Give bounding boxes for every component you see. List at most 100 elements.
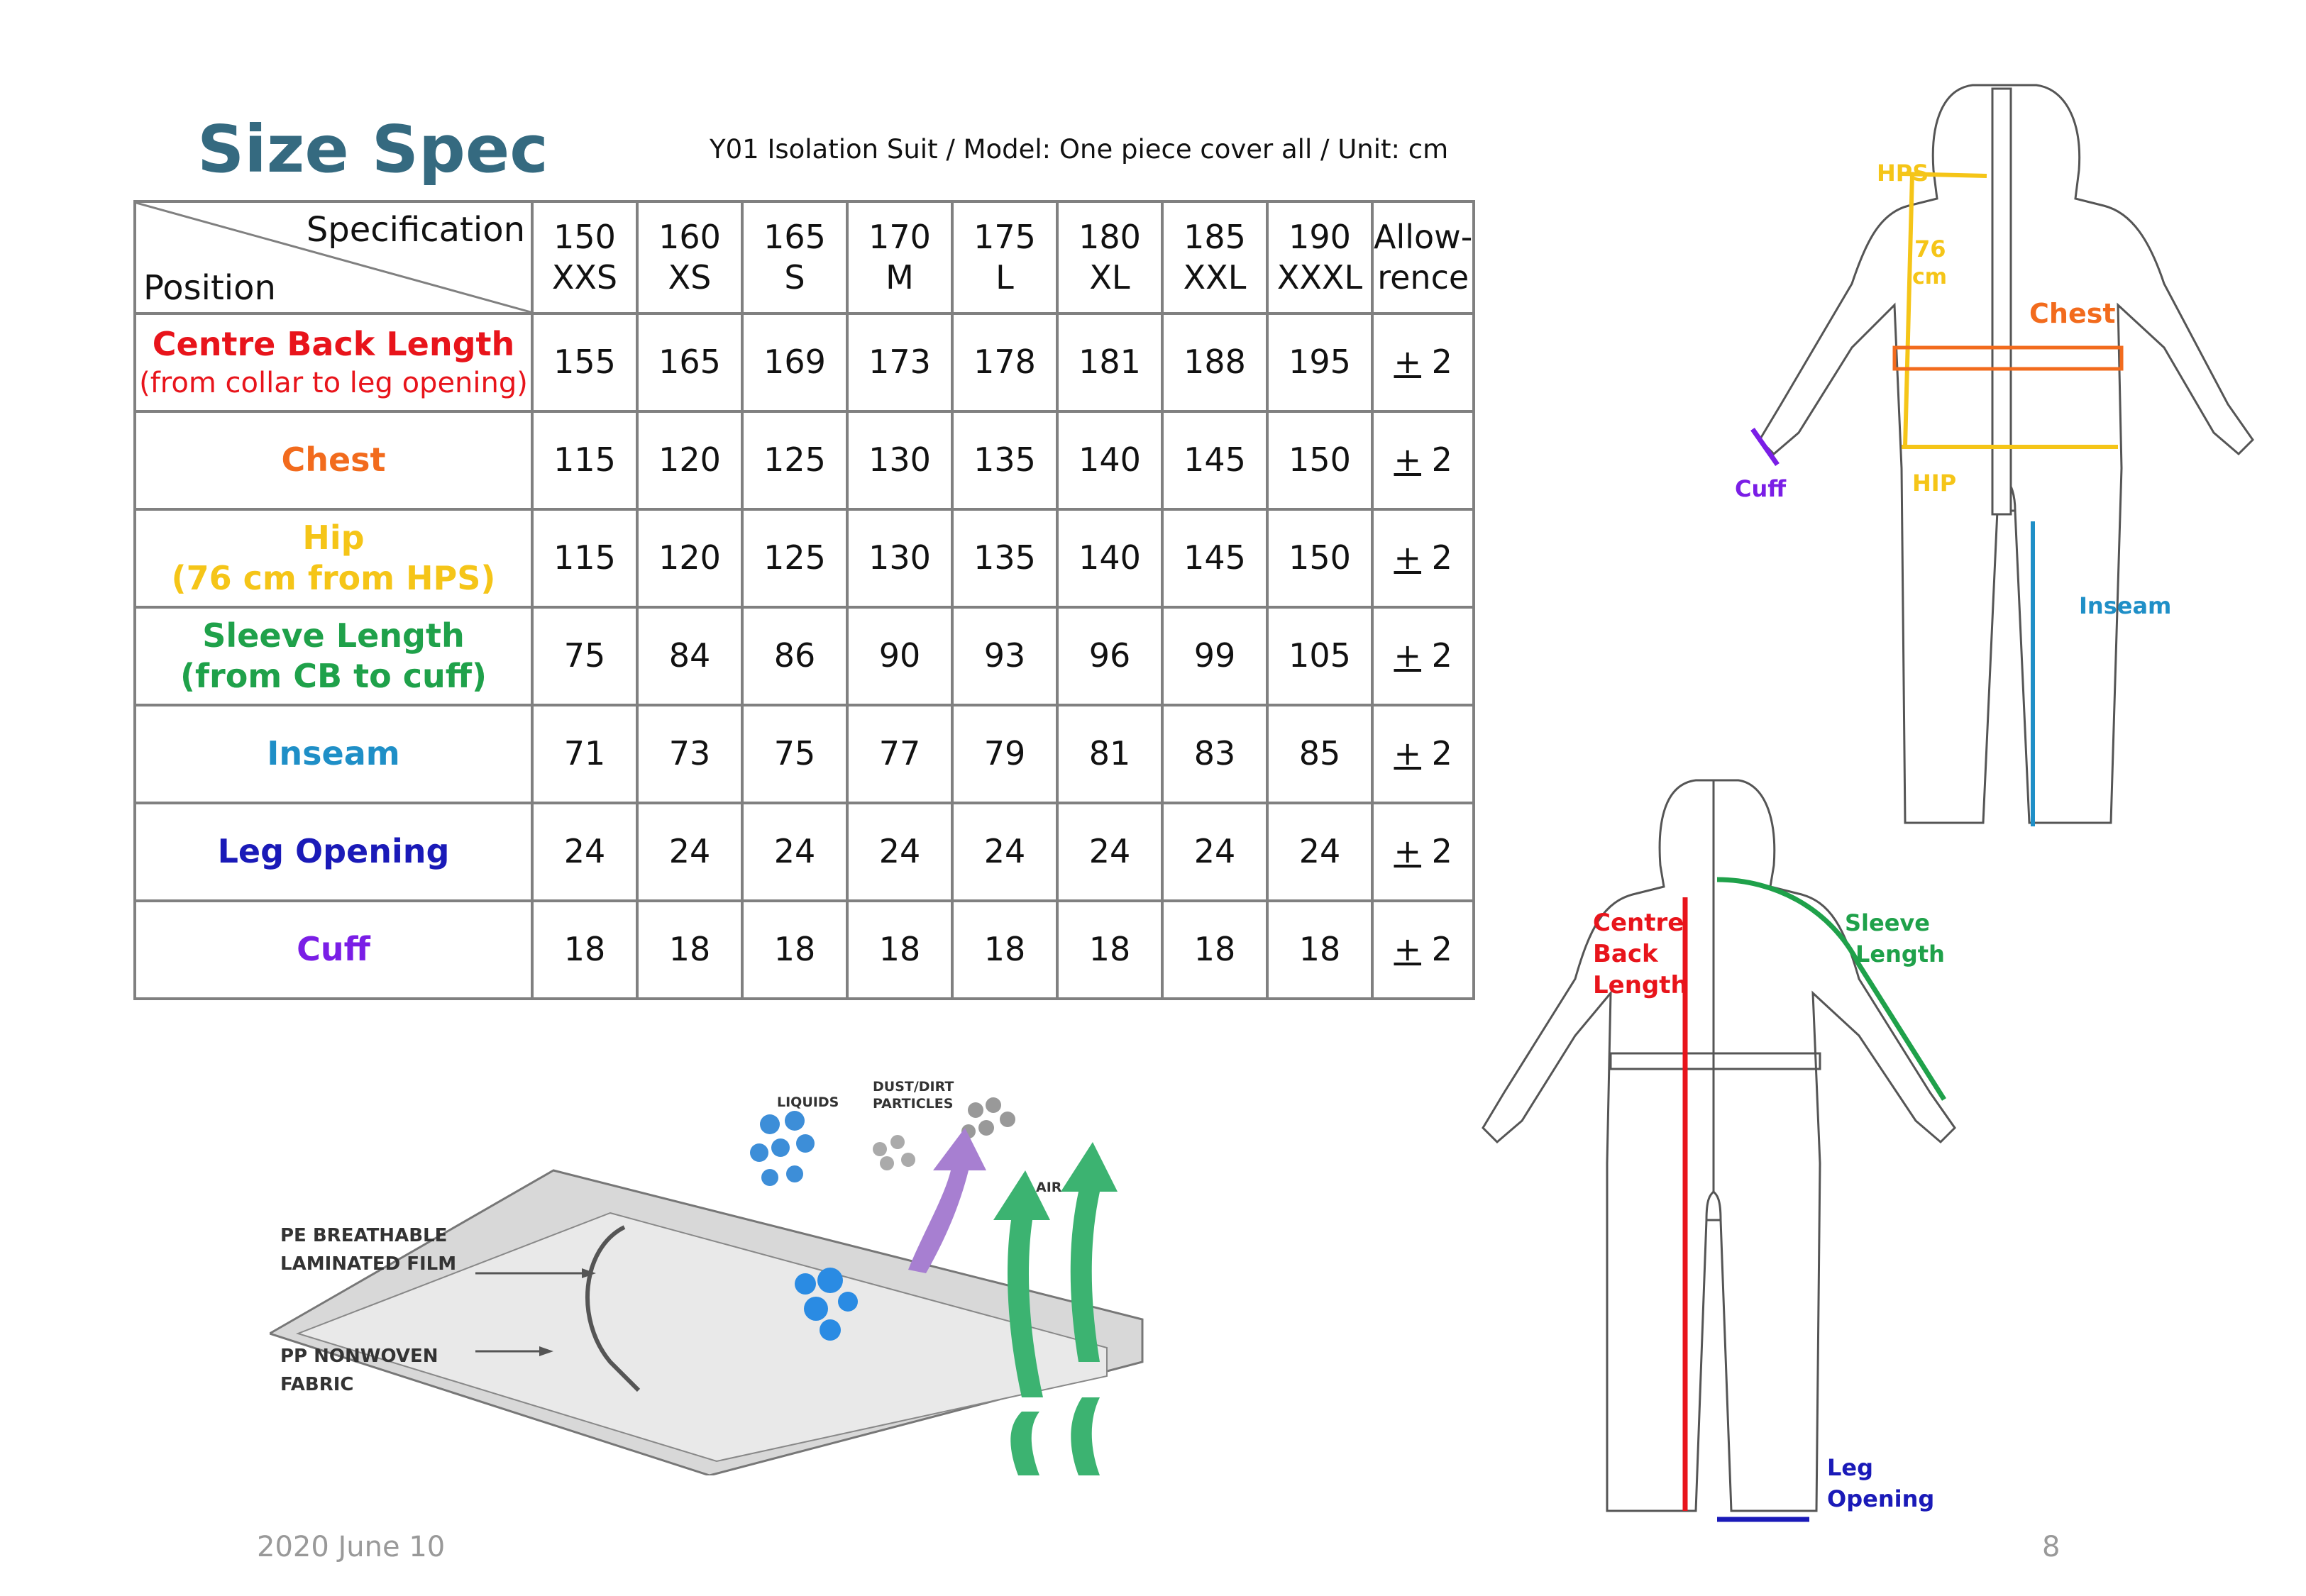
allowance-value: 2: [1431, 930, 1452, 969]
size-value-cell: 24: [1266, 802, 1374, 902]
size-value-cell: 150: [1266, 410, 1374, 511]
table-body: Centre Back Length(from collar to leg op…: [133, 312, 1476, 1000]
allowance-cell: + 2: [1370, 312, 1476, 413]
chest-label: Chest: [2029, 298, 2116, 329]
table-row: Centre Back Length(from collar to leg op…: [133, 312, 1476, 413]
allowance-value: 2: [1431, 636, 1452, 675]
position-name: Hip: [302, 518, 365, 557]
size-value-cell: 120: [636, 410, 744, 511]
size-value-cell: 96: [1056, 606, 1164, 706]
size-value-cell: 18: [531, 899, 639, 1000]
size-value-cell: 18: [846, 899, 954, 1000]
size-value-cell: 24: [951, 802, 1059, 902]
size-value-cell: 24: [846, 802, 954, 902]
size-value-cell: 24: [636, 802, 744, 902]
allowance-value: 2: [1431, 538, 1452, 577]
size-value-cell: 195: [1266, 312, 1374, 413]
allowance-cell: + 2: [1370, 508, 1476, 609]
size-value-cell: 24: [741, 802, 849, 902]
cbl-label-1: Centre: [1593, 909, 1684, 937]
allowance-cell: + 2: [1370, 899, 1476, 1000]
size-value-cell: 135: [951, 410, 1059, 511]
hps-marker: HPS 76 cm: [1877, 160, 1987, 448]
corner-position-label: Position: [143, 268, 276, 308]
pp-label-2: FABRIC: [280, 1374, 354, 1395]
size-value-cell: 86: [741, 606, 849, 706]
size-value-cell: 18: [741, 899, 849, 1000]
corner-diagonal: [136, 203, 531, 312]
size-value-cell: 75: [531, 606, 639, 706]
plus-minus-sign: +: [1394, 440, 1422, 480]
dust-label-1: DUST/DIRT: [873, 1079, 954, 1095]
size-value-cell: 140: [1056, 410, 1164, 511]
table-corner-cell: Specification Position: [133, 200, 534, 315]
size-value-cell: 18: [636, 899, 744, 1000]
size-value-cell: 169: [741, 312, 849, 413]
size-value-cell: 18: [1266, 899, 1374, 1000]
plus-minus-sign: +: [1394, 343, 1422, 382]
sleeve-label-2: Length: [1855, 941, 1945, 968]
size-value-cell: 81: [1056, 704, 1164, 804]
size-value-cell: 140: [1056, 508, 1164, 609]
liquids-label: LIQUIDS: [777, 1095, 839, 1110]
size-value-cell: 165: [636, 312, 744, 413]
size-value-cell: 155: [531, 312, 639, 413]
position-note: (from collar to leg opening): [139, 366, 528, 399]
hip-label: HIP: [1912, 470, 1956, 497]
size-value-cell: 71: [531, 704, 639, 804]
size-value-cell: 73: [636, 704, 744, 804]
position-note: (76 cm from HPS): [171, 559, 496, 597]
measure-76-label: 76: [1914, 235, 1946, 262]
size-value-cell: 93: [951, 606, 1059, 706]
back-coverall-diagram: Centre Back Length Sleeve Length Leg Ope…: [1482, 779, 1956, 1522]
corner-spec-label: Specification: [306, 210, 525, 250]
size-value-cell: 18: [1056, 899, 1164, 1000]
leg-label-1: Leg: [1827, 1454, 1873, 1481]
position-name-cell: Inseam: [133, 704, 534, 804]
position-name-cell: Hip(76 cm from HPS): [133, 508, 534, 609]
size-value-cell: 150: [1266, 508, 1374, 609]
position-name: Inseam: [267, 734, 400, 773]
position-name-cell: Centre Back Length(from collar to leg op…: [133, 312, 534, 413]
allowance-header: Allow-rence: [1370, 200, 1476, 315]
size-value-cell: 145: [1161, 410, 1269, 511]
cbl-label-3: Length: [1593, 971, 1688, 999]
allowance-cell: + 2: [1370, 802, 1476, 902]
size-value-cell: 115: [531, 508, 639, 609]
page-title: Size Spec: [197, 111, 548, 187]
position-name: Leg Opening: [217, 832, 450, 871]
pp-label-1: PP NONWOVEN: [280, 1346, 438, 1367]
inseam-label: Inseam: [2079, 592, 2171, 619]
size-value-cell: 90: [846, 606, 954, 706]
size-value-cell: 75: [741, 704, 849, 804]
footer-date: 2020 June 10: [257, 1531, 446, 1563]
position-name: Chest: [281, 440, 386, 480]
size-value-cell: 135: [951, 508, 1059, 609]
size-value-cell: 105: [1266, 606, 1374, 706]
size-value-cell: 18: [1161, 899, 1269, 1000]
cuff-label: Cuff: [1735, 475, 1787, 502]
position-name: Cuff: [297, 930, 370, 969]
position-name-cell: Cuff: [133, 899, 534, 1000]
front-coverall-diagram: HPS 76 cm HIP Chest Cuff Inseam: [1735, 84, 2254, 826]
size-value-cell: 24: [531, 802, 639, 902]
size-value-cell: 84: [636, 606, 744, 706]
size-value-cell: 125: [741, 410, 849, 511]
plus-minus-sign: +: [1394, 930, 1422, 969]
page-subtitle: Y01 Isolation Suit / Model: One piece co…: [710, 134, 1449, 165]
size-value-cell: 83: [1161, 704, 1269, 804]
allowance-value: 2: [1431, 734, 1452, 773]
allowance-cell: + 2: [1370, 410, 1476, 511]
size-value-cell: 77: [846, 704, 954, 804]
